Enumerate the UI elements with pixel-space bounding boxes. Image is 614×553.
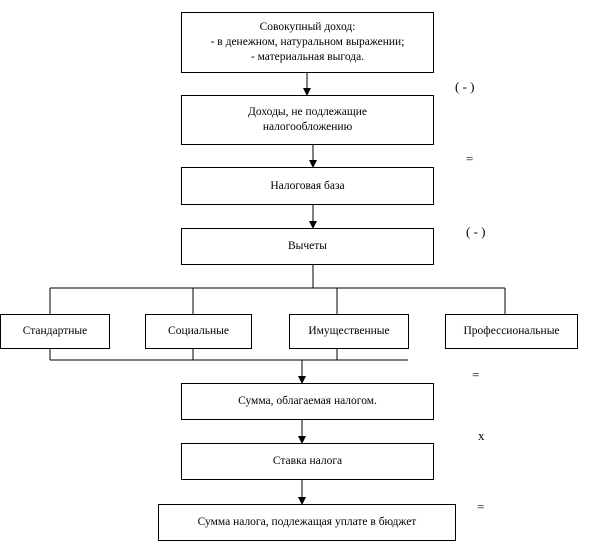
social-deduction-box: Социальные — [145, 314, 252, 349]
professional-deduction-box: Профессиональные — [445, 314, 578, 349]
tax-payable-box: Сумма налога, подлежащая уплате в бюджет — [158, 504, 456, 541]
minus-operator-2: ( - ) — [466, 224, 486, 239]
property-deduction-box: Имущественные — [289, 314, 409, 349]
equals-operator-3: = — [477, 499, 485, 514]
multiply-operator: x — [478, 428, 485, 443]
minus-operator-1: ( - ) — [455, 79, 475, 94]
equals-operator-1: = — [466, 151, 474, 166]
tax-rate-box: Ставка налога — [181, 443, 434, 480]
standard-deduction-box: Стандартные — [0, 314, 110, 349]
taxable-amount-box: Сумма, облагаемая налогом. — [181, 383, 434, 420]
total-income-box: Совокупный доход: - в денежном, натураль… — [181, 12, 434, 73]
tax-base-box: Налоговая база — [181, 167, 434, 205]
deductions-box: Вычеты — [181, 228, 434, 265]
equals-operator-2: = — [472, 367, 480, 382]
non-taxable-income-box: Доходы, не подлежащие налогообложению — [181, 95, 434, 145]
